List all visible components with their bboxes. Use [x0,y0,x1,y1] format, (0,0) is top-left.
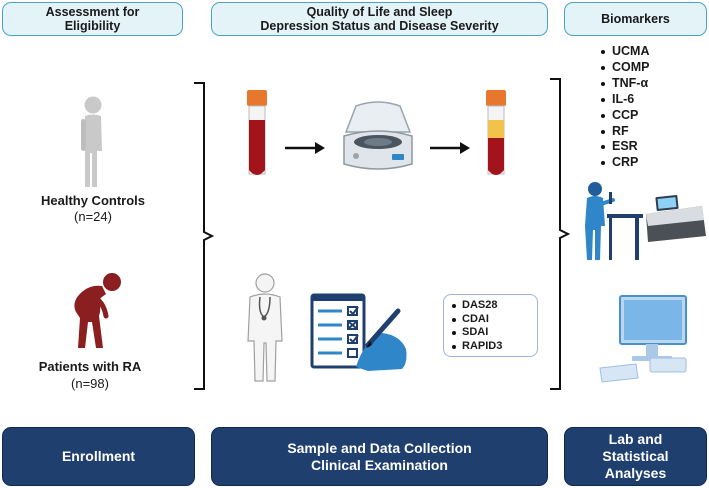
header-eligibility-line-1: Assessment for [45,5,140,19]
disease-scores-list: DAS28 CDAI SDAI RAPID3 [444,295,537,353]
header-biomarkers-label: Biomarkers [601,12,670,26]
header-eligibility: Assessment for Eligibility [2,2,183,36]
left-bracket [194,82,215,390]
healthy-controls-count: (n=24) [74,209,112,224]
score-item: DAS28 [444,299,537,313]
footer-analyses-line-1: Lab and [608,431,663,447]
computer-icon [599,295,687,383]
header-quality-line-1: Quality of Life and Sleep [306,5,453,19]
biomarker-item: RF [600,124,650,140]
footer-collection: Sample and Data Collection Clinical Exam… [211,427,548,486]
patients-count: (n=98) [71,376,109,391]
header-quality-line-2: Depression Status and Disease Severity [260,19,499,33]
score-item: RAPID3 [444,340,537,354]
separated-tube-icon [486,90,506,175]
footer-collection-line-1: Sample and Data Collection [287,439,472,456]
biomarker-item: UCMA [600,44,650,60]
healthy-controls-label: Healthy Controls [40,193,145,208]
healthy-person-icon [81,96,102,187]
score-item: SDAI [444,326,537,340]
footer-analyses-line-3: Analyses [604,465,667,481]
patients-label: Patients with RA [38,359,142,374]
header-biomarkers: Biomarkers [564,2,707,36]
footer-enrollment: Enrollment [2,427,195,486]
score-item: CDAI [444,313,537,327]
lab-technician-icon [585,182,643,260]
biomarker-item: ESR [600,139,650,155]
footer-collection-line-2: Clinical Examination [311,456,448,473]
analyzer-icon [646,194,706,242]
biomarker-item: CCP [600,108,650,124]
blood-tube-icon [247,90,267,175]
header-eligibility-line-2: Eligibility [64,19,121,33]
doctor-icon [247,273,283,382]
arrow-right-2 [430,142,470,154]
biomarker-item: IL-6 [600,92,650,108]
biomarker-item: COMP [600,60,650,76]
biomarker-item: CRP [600,155,650,171]
header-quality: Quality of Life and Sleep Depression Sta… [211,2,548,36]
footer-analyses-line-2: Statistical [602,448,669,464]
disease-scores-box: DAS28 CDAI SDAI RAPID3 [443,294,538,357]
patient-person-icon [74,273,121,348]
footer-enrollment-label: Enrollment [61,448,136,464]
arrow-right-1 [285,142,325,154]
biomarker-list: UCMA COMP TNF-α IL-6 CCP RF ESR CRP [600,44,650,171]
checklist-icon [310,293,407,371]
biomarker-item: TNF-α [600,76,650,92]
right-bracket [550,78,571,390]
centrifuge-icon [343,101,413,170]
footer-analyses: Lab and Statistical Analyses [564,427,707,486]
